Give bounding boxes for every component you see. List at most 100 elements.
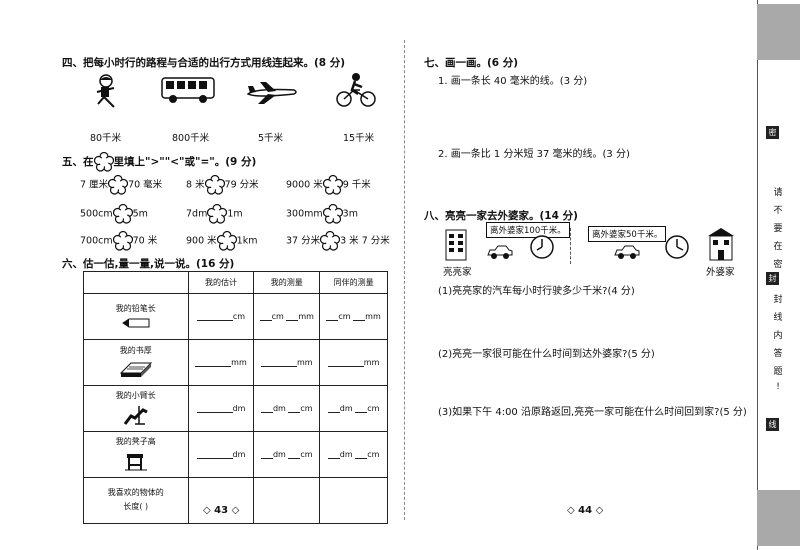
table-header xyxy=(83,271,189,294)
speed-label: 80千米 xyxy=(90,133,122,144)
binding-gray-top xyxy=(757,4,800,60)
flower-blank-icon xyxy=(112,231,133,251)
comparison-right: 9 千米 xyxy=(342,179,371,191)
table-header: 我的估计 xyxy=(187,271,255,294)
side-char: 题 xyxy=(773,367,783,377)
side-char: 不 xyxy=(773,206,783,216)
comparison-item[interactable]: 7 厘米 70 毫米 xyxy=(80,175,162,195)
flower-blank-icon xyxy=(322,204,343,224)
stool-icon xyxy=(124,453,147,470)
car-icon xyxy=(614,245,640,259)
unit-label: cm xyxy=(300,404,313,413)
unit-label: mm xyxy=(298,312,314,321)
estimate-cell[interactable]: mm xyxy=(187,339,255,386)
unit-label: mm xyxy=(363,358,380,367)
distance-sign-text: 离外婆家50千米。 xyxy=(592,230,663,240)
bus-icon xyxy=(161,77,215,103)
home-label: 亮亮家 xyxy=(443,267,472,278)
q5-title-pre: 五、在 xyxy=(62,156,94,168)
comparison-right: 79 分米 xyxy=(224,179,259,191)
flower-blank-icon xyxy=(207,204,228,224)
peer-measure-cell[interactable]: cm mm xyxy=(319,293,388,340)
binding-gray-bottom xyxy=(757,490,800,546)
q7-item: 2. 画一条比 1 分米短 37 毫米的线。(3 分) xyxy=(438,149,630,160)
flower-blank-icon xyxy=(204,175,225,195)
table-row: 我的小臂长 dm dm cm dm cm xyxy=(83,385,388,432)
measure-cell[interactable]: dm cm xyxy=(253,431,321,478)
measure-cell[interactable]: cm mm xyxy=(253,293,321,340)
distance-sign: 离外婆家100千米。 xyxy=(486,222,570,238)
side-char: 要 xyxy=(773,224,783,234)
q7-item: 1. 画一条长 40 毫米的线。(3 分) xyxy=(438,76,588,87)
unit-label: dm xyxy=(272,450,286,459)
unit-label: cm xyxy=(300,450,313,459)
estimate-cell[interactable]: cm xyxy=(187,293,255,340)
table-header: 我的测量 xyxy=(253,271,321,294)
distance-sign: 离外婆家50千米。 xyxy=(588,226,667,242)
item-label: 长度( ) xyxy=(123,501,149,511)
estimate-cell[interactable] xyxy=(187,477,255,524)
item-label: 我的铅笔长 xyxy=(115,303,156,313)
unit-label: dm xyxy=(339,404,353,413)
side-mark: 封 xyxy=(766,272,779,285)
comparison-right: 3 米 7 分米 xyxy=(340,235,390,247)
measure-cell[interactable]: mm xyxy=(253,339,321,386)
comparison-item[interactable]: 900 米 1km xyxy=(186,231,257,251)
side-char: 答 xyxy=(773,349,783,359)
estimate-cell[interactable]: dm xyxy=(187,431,255,478)
home-building-icon xyxy=(445,229,467,261)
comparison-left: 7 厘米 xyxy=(80,179,109,191)
comparison-left: 300mm xyxy=(286,208,323,220)
airplane-icon xyxy=(246,82,297,104)
table-item-cell: 我喜欢的物体的 长度( ) xyxy=(83,477,189,524)
running-child-icon xyxy=(96,74,115,108)
side-char: 在 xyxy=(773,242,783,252)
unit-label: cm xyxy=(367,404,380,413)
pencil-icon xyxy=(121,318,150,327)
flower-blank-icon xyxy=(112,204,133,224)
speed-label: 5千米 xyxy=(258,133,284,144)
q8-title: 八、亮亮一家去外婆家。(14 分) xyxy=(424,210,578,222)
unit-label: dm xyxy=(232,450,246,459)
car-icon xyxy=(487,245,513,259)
q5-title-post: 里填上">""<"或"="。(9 分) xyxy=(113,156,257,168)
peer-measure-cell[interactable]: dm cm xyxy=(319,431,388,478)
flower-blank-icon xyxy=(108,175,129,195)
flower-blank-icon xyxy=(93,152,114,172)
arm-icon xyxy=(123,405,148,425)
q8-question: (2)亮亮一家很可能在什么时间到达外婆家?(5 分) xyxy=(438,349,655,360)
comparison-right: 70 毫米 xyxy=(128,179,163,191)
flower-blank-icon xyxy=(322,175,343,195)
estimate-cell[interactable]: dm xyxy=(187,385,255,432)
peer-measure-cell[interactable]: mm xyxy=(319,339,388,386)
unit-label: cm xyxy=(367,450,380,459)
distance-sign-text: 离外婆家100千米。 xyxy=(490,226,566,236)
comparison-right: 1km xyxy=(236,235,258,247)
table-row: 我喜欢的物体的 长度( ) xyxy=(83,477,388,524)
comparison-left: 700cm xyxy=(80,235,113,247)
speed-label: 800千米 xyxy=(172,133,210,144)
measure-cell[interactable]: dm cm xyxy=(253,385,321,432)
unit-label: cm xyxy=(338,312,351,321)
peer-measure-cell[interactable]: dm cm xyxy=(319,385,388,432)
comparison-left: 900 米 xyxy=(186,235,217,247)
flower-blank-icon xyxy=(320,231,341,251)
measure-cell[interactable] xyxy=(253,477,321,524)
comparison-left: 7dm xyxy=(186,208,208,220)
table-item-cell: 我的凳子高 xyxy=(83,431,189,478)
unit-label: cm xyxy=(271,312,284,321)
page-number-right: ◇ 44 ◇ xyxy=(567,505,604,516)
table-row: 我的书厚 mm mm mm xyxy=(83,339,388,386)
peer-measure-cell[interactable] xyxy=(319,477,388,524)
side-mark: 密 xyxy=(766,126,779,139)
item-label: 我的书厚 xyxy=(119,345,152,355)
unit-label: dm xyxy=(272,404,286,413)
flower-blank-icon xyxy=(216,231,237,251)
